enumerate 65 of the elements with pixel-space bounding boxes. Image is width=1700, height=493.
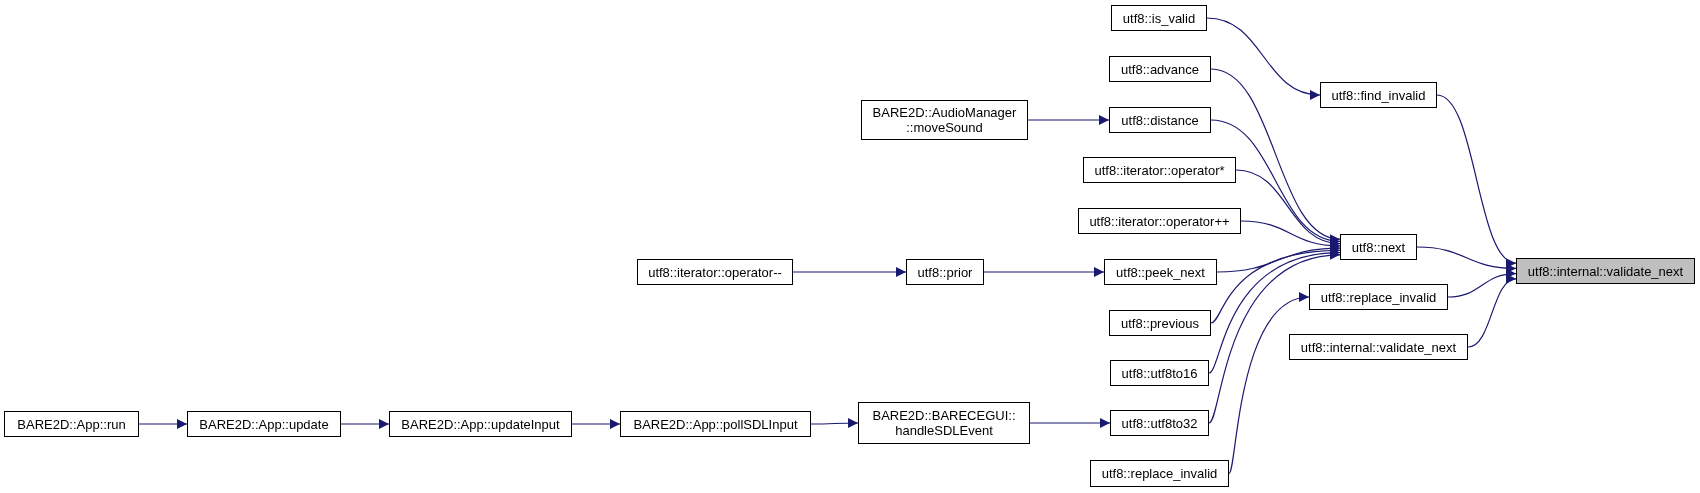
call-arrow — [983, 267, 1105, 277]
function-name: BARE2D::App::updateInput — [401, 416, 560, 432]
function-box — [1309, 284, 1448, 310]
function-box — [1109, 310, 1211, 336]
function-name: utf8::iterator::operator++ — [1089, 213, 1230, 229]
function-box — [620, 411, 811, 437]
function-box — [1109, 56, 1211, 82]
function-name: BARE2D::AudioManager ::moveSound — [871, 105, 1018, 135]
function-box — [861, 100, 1028, 140]
call-arrow — [1436, 94, 1517, 265]
call-arrow — [1235, 169, 1341, 248]
call-arrow — [138, 419, 188, 429]
function-box — [1320, 82, 1437, 108]
function-box — [1110, 360, 1209, 386]
call-arrow — [1029, 418, 1111, 428]
function-box — [858, 402, 1030, 444]
function-box — [1090, 460, 1229, 487]
function-box — [1289, 334, 1468, 360]
function-box — [389, 411, 572, 437]
function-name: utf8::iterator::operator* — [1094, 162, 1225, 178]
function-box — [1111, 5, 1207, 31]
call-arrow — [810, 418, 859, 429]
function-box — [4, 411, 139, 437]
function-box — [1340, 234, 1417, 260]
function-name: utf8::distance — [1121, 112, 1199, 128]
call-arrow — [1210, 119, 1341, 245]
call-arrow — [1416, 246, 1517, 274]
function-box — [1078, 208, 1241, 234]
function-name: utf8::iterator::operator-- — [648, 264, 782, 280]
call-arrow — [1467, 276, 1517, 348]
function-box — [1104, 259, 1217, 285]
function-name: utf8::utf8to32 — [1121, 415, 1198, 431]
function-box — [1110, 410, 1209, 436]
function-name: BARE2D::App::update — [199, 416, 329, 432]
function-name: utf8::previous — [1120, 315, 1199, 331]
call-arrow — [1208, 251, 1341, 424]
call-arrow — [1027, 115, 1110, 125]
function-box — [906, 259, 984, 285]
function-name: utf8::internal::validate_next — [1527, 263, 1684, 279]
function-name: utf8::replace_invalid — [1320, 289, 1437, 305]
call-arrow — [1447, 269, 1517, 298]
function-name: utf8::utf8to16 — [1121, 365, 1198, 381]
function-name: utf8::find_invalid — [1331, 87, 1426, 103]
function-box — [1109, 107, 1211, 133]
function-name: BARE2D::BARECEGUI:: handleSDLEvent — [871, 408, 1017, 438]
call-arrow — [1228, 294, 1310, 475]
call-arrow — [1208, 248, 1341, 374]
function-name: BARE2D::App::run — [17, 416, 126, 432]
function-name: utf8::peek_next — [1116, 264, 1205, 280]
function-name: utf8::internal::validate_next — [1300, 339, 1457, 355]
function-box — [637, 259, 793, 285]
function-name: BARE2D::App::pollSDLInput — [633, 416, 798, 432]
function-name: utf8::prior — [917, 264, 973, 280]
function-box — [1516, 258, 1695, 284]
function-box — [187, 411, 341, 437]
function-name: utf8::replace_invalid — [1101, 466, 1218, 481]
function-name: utf8::advance — [1120, 61, 1200, 77]
call-arrow — [1210, 68, 1341, 242]
call-arrow — [340, 419, 390, 429]
call-arrow — [1206, 17, 1321, 99]
function-box — [1083, 157, 1236, 183]
call-arrow — [571, 419, 621, 429]
function-name: utf8::next — [1351, 239, 1406, 255]
call-arrow — [792, 267, 907, 277]
function-name: utf8::is_valid — [1122, 10, 1196, 26]
